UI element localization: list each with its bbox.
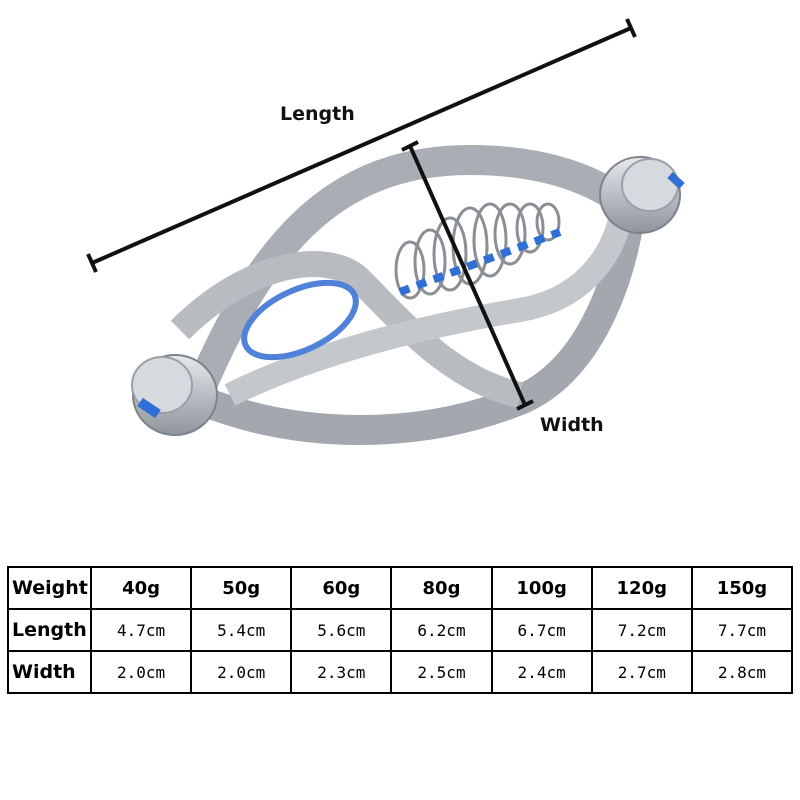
weight-cell: 150g <box>690 566 794 610</box>
row-header-weight: Weight <box>7 566 92 610</box>
weight-cell: 60g <box>290 566 393 610</box>
width-label: Width <box>540 414 604 436</box>
length-cell: 6.7cm <box>490 608 593 652</box>
table-row-length: Length 4.7cm 5.4cm 5.6cm 6.2cm 6.7cm 7.2… <box>7 608 794 652</box>
blue-ring <box>241 279 359 361</box>
weight-cell: 100g <box>490 566 593 610</box>
length-cell: 7.7cm <box>690 608 794 652</box>
width-cell: 2.7cm <box>590 650 693 694</box>
cage-loop-mid <box>224 216 632 406</box>
row-header-length: Length <box>7 608 92 652</box>
end-cap-left <box>131 354 218 436</box>
weight-cell: 40g <box>89 566 193 610</box>
table-row-weight: Weight 40g 50g 60g 80g 100g 120g 150g <box>7 566 794 610</box>
length-label: Length <box>280 103 355 125</box>
end-cap-right <box>599 156 685 234</box>
length-cell: 7.2cm <box>590 608 693 652</box>
row-header-width: Width <box>7 650 92 694</box>
width-cell: 2.4cm <box>490 650 593 694</box>
cage-sinker-image <box>131 144 685 445</box>
weight-cell: 120g <box>590 566 693 610</box>
width-dimension-line <box>401 140 534 411</box>
length-dimension-line <box>86 18 637 273</box>
weight-cell: 50g <box>190 566 293 610</box>
product-illustration <box>86 18 685 445</box>
length-cell: 4.7cm <box>89 608 193 652</box>
width-cell: 2.0cm <box>190 650 293 694</box>
weight-cell: 80g <box>390 566 493 610</box>
width-cell: 2.3cm <box>290 650 393 694</box>
length-cell: 6.2cm <box>390 608 493 652</box>
length-cell: 5.4cm <box>190 608 293 652</box>
size-spec-table: Weight 40g 50g 60g 80g 100g 120g 150g Le… <box>7 566 794 694</box>
width-cell: 2.0cm <box>89 650 193 694</box>
cage-loop-inner <box>170 251 524 408</box>
length-cell: 5.6cm <box>290 608 393 652</box>
width-cell: 2.5cm <box>390 650 493 694</box>
spring <box>394 202 561 300</box>
width-cell: 2.8cm <box>690 650 794 694</box>
table-row-width: Width 2.0cm 2.0cm 2.3cm 2.5cm 2.4cm 2.7c… <box>7 650 794 694</box>
